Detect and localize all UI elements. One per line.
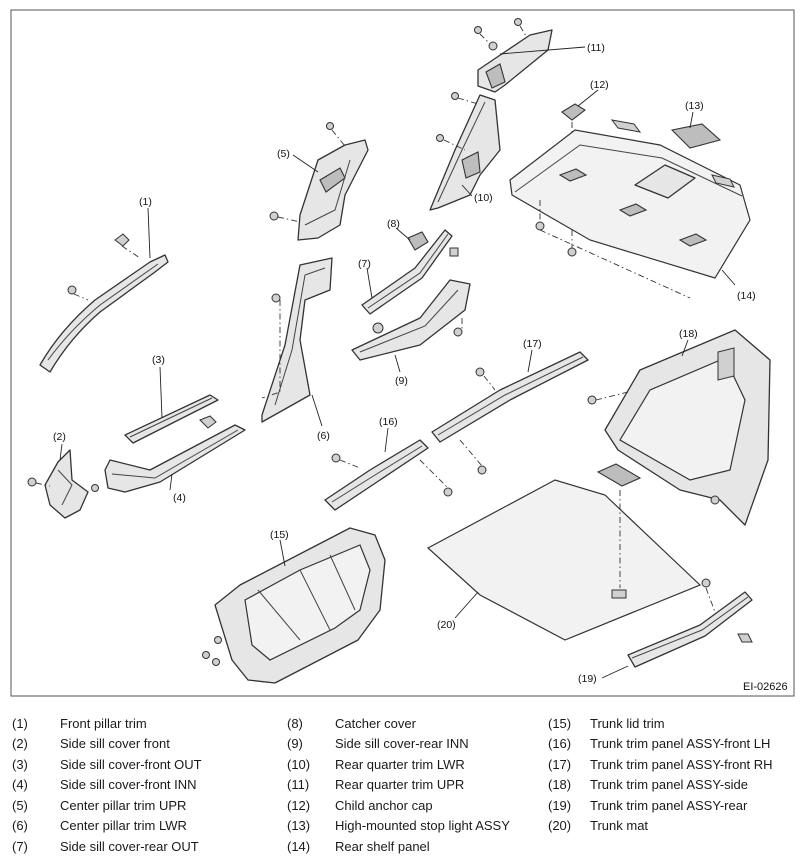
side-sill-cover-front-inn	[104, 424, 246, 493]
legend-item-19: (19)Trunk trim panel ASSY-rear	[548, 798, 748, 813]
svg-text:(16): (16)	[379, 416, 398, 428]
legend-item-7: (7)Side sill cover-rear OUT	[12, 839, 199, 854]
legend-item-20: (20)Trunk mat	[548, 818, 649, 833]
trunk-trim-panel-assy-front-lh	[324, 439, 453, 511]
callout-14: (14)	[721, 269, 756, 302]
svg-text:(3): (3)	[152, 354, 165, 366]
svg-text:(17): (17)	[523, 338, 542, 350]
trunk-lid-trim	[202, 527, 386, 684]
callout-20: (20)	[437, 591, 479, 631]
diagram-code: EI-02626	[743, 681, 788, 693]
rear-quarter-trim-upr	[474, 18, 553, 93]
callout-13: (13)	[685, 100, 704, 129]
callout-12: (12)	[577, 79, 609, 107]
svg-text:(4): (4)	[173, 492, 186, 504]
svg-text:(8): (8)	[387, 218, 400, 230]
side-sill-cover-rear-inn	[351, 279, 471, 361]
callout-1: (1)	[139, 196, 152, 259]
trunk-trim-panel-assy-side	[587, 329, 771, 526]
callout-2: (2)	[53, 431, 66, 461]
svg-text:(12): (12)	[590, 79, 609, 91]
legend-item-16: (16)Trunk trim panel ASSY-front LH	[548, 736, 771, 751]
legend-item-17: (17)Trunk trim panel ASSY-front RH	[548, 757, 773, 772]
callout-8: (8)	[387, 218, 411, 241]
svg-text:(11): (11)	[587, 42, 605, 54]
svg-text:(15): (15)	[270, 529, 289, 541]
legend-item-13: (13)High-mounted stop light ASSY	[287, 818, 510, 833]
side-sill-cover-front-out	[124, 394, 219, 444]
callout-19: (19)	[578, 665, 629, 685]
svg-text:(9): (9)	[395, 375, 408, 387]
legend-item-2: (2)Side sill cover front	[12, 736, 170, 751]
legend-item-15: (15)Trunk lid trim	[548, 716, 665, 731]
callout-4: (4)	[169, 473, 186, 504]
rear-quarter-trim-lwr	[429, 92, 501, 211]
legend-item-8: (8)Catcher cover	[287, 716, 416, 731]
trunk-trim-panel-assy-rear	[627, 578, 753, 668]
legend-item-1: (1)Front pillar trim	[12, 716, 147, 731]
svg-text:(1): (1)	[139, 196, 152, 208]
legend-item-4: (4)Side sill cover-front INN	[12, 777, 197, 792]
callout-7: (7)	[358, 258, 373, 299]
svg-text:(10): (10)	[474, 192, 493, 204]
legend-item-11: (11)Rear quarter trim UPR	[287, 777, 465, 792]
callout-16: (16)	[379, 416, 398, 453]
parts-diagram: (1) (2) (3) (4) (5) (6) (7) (8) (9) (10)…	[10, 9, 795, 697]
center-pillar-trim-lwr	[261, 257, 333, 423]
child-anchor-cap	[561, 103, 586, 165]
legend-item-10: (10)Rear quarter trim LWR	[287, 757, 465, 772]
front-pillar-trim	[39, 233, 169, 373]
svg-text:(13): (13)	[685, 100, 704, 112]
center-pillar-trim-upr	[269, 122, 369, 241]
svg-text:(5): (5)	[277, 148, 290, 160]
svg-text:(14): (14)	[737, 290, 756, 302]
callout-15: (15)	[270, 529, 289, 567]
svg-text:(6): (6)	[317, 430, 330, 442]
callout-9: (9)	[394, 354, 408, 387]
svg-text:(18): (18)	[679, 328, 698, 340]
side-sill-cover-front	[27, 449, 99, 519]
diagram-frame	[10, 9, 795, 697]
side-sill-cover-rear-out	[361, 229, 453, 315]
trunk-mat	[426, 463, 702, 641]
callout-10: (10)	[461, 184, 493, 204]
svg-text:(7): (7)	[358, 258, 371, 270]
callout-3: (3)	[152, 354, 165, 419]
legend-item-9: (9)Side sill cover-rear INN	[287, 736, 469, 751]
svg-text:(20): (20)	[437, 619, 456, 631]
legend-item-3: (3)Side sill cover-front OUT	[12, 757, 202, 772]
parts-legend: (1)Front pillar trim (2)Side sill cover …	[0, 708, 805, 863]
legend-item-14: (14)Rear shelf panel	[287, 839, 430, 854]
catcher-cover	[407, 231, 459, 257]
callout-17: (17)	[523, 338, 542, 373]
svg-text:(19): (19)	[578, 673, 597, 685]
legend-item-12: (12)Child anchor cap	[287, 798, 433, 813]
legend-item-18: (18)Trunk trim panel ASSY-side	[548, 777, 748, 792]
callout-11: (11)	[499, 42, 605, 55]
callout-18: (18)	[679, 328, 698, 357]
legend-item-5: (5)Center pillar trim UPR	[12, 798, 187, 813]
high-mounted-stop-light-assy	[670, 123, 722, 149]
trunk-trim-panel-assy-front-rh	[431, 351, 589, 475]
rear-shelf-panel	[509, 119, 751, 299]
legend-item-6: (6)Center pillar trim LWR	[12, 818, 187, 833]
callout-5: (5)	[277, 148, 319, 173]
callout-6: (6)	[311, 394, 330, 442]
svg-text:(2): (2)	[53, 431, 66, 443]
